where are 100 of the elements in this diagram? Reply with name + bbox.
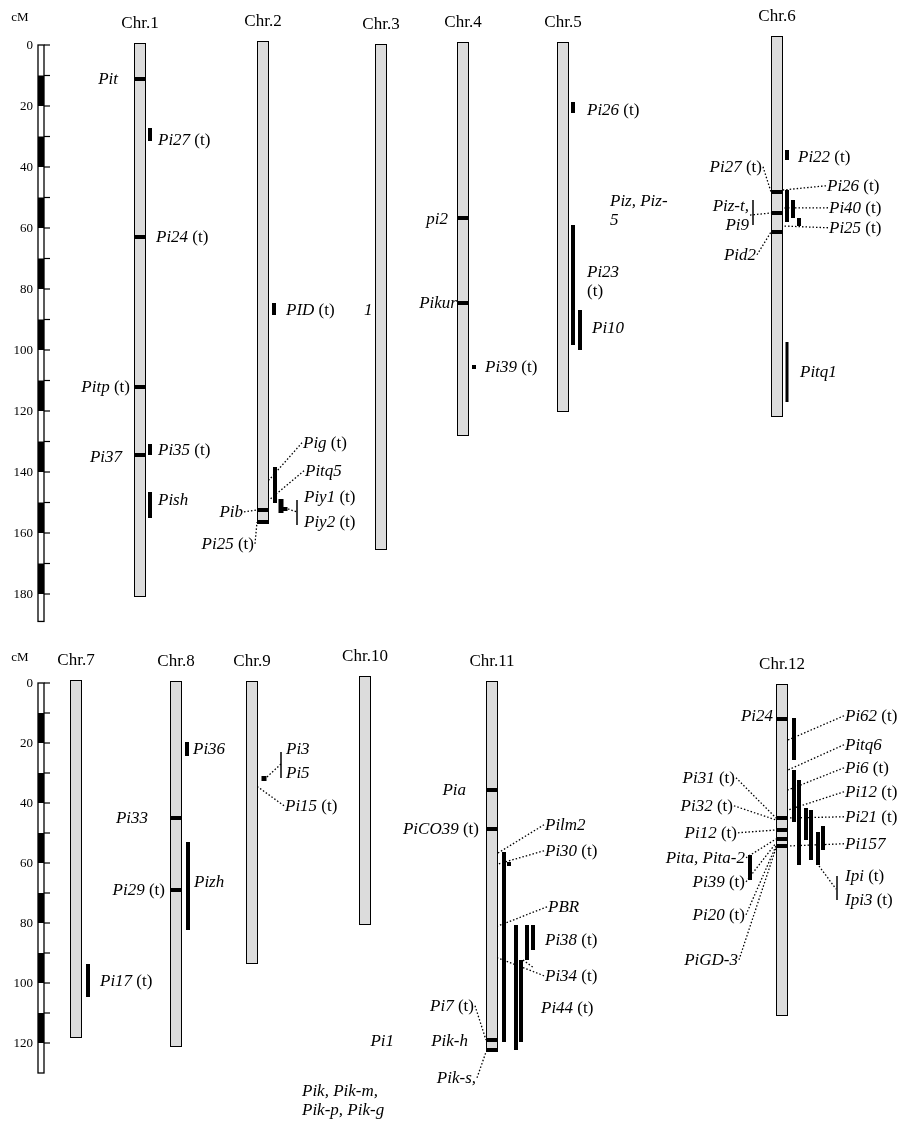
gene-label: Pi39 (t): [485, 357, 538, 377]
chromosome-label: Chr.2: [243, 11, 283, 31]
chromosome-label: Chr.12: [758, 654, 806, 674]
axis-tick-label: 40: [20, 795, 33, 811]
gene-label: Piy2 (t): [304, 512, 356, 532]
gene-label: Pi157: [845, 834, 886, 854]
gene-label: Pi22 (t): [798, 147, 851, 167]
gene-label: Pitq5: [305, 461, 342, 481]
gene-label: Pid2: [723, 245, 756, 265]
axis-tick-label: 140: [13, 464, 33, 480]
axis-tick-label: 0: [26, 37, 33, 53]
leader-line: [497, 957, 545, 977]
axis-tick-label: 100: [13, 975, 33, 991]
gene-label: Pish: [158, 490, 189, 510]
leader-line: [497, 824, 545, 854]
leader-line: [745, 838, 777, 859]
axis-tick-label: 20: [20, 735, 33, 751]
chromosome-label: Chr.11: [468, 651, 516, 671]
gene-label: Pi32 (t): [680, 796, 733, 816]
axis-tick-label: cM: [11, 9, 29, 25]
axis-tick-label: 80: [20, 281, 33, 297]
gene-label: Pi7 (t): [430, 996, 474, 1016]
gene-label: Pitq6: [845, 735, 882, 755]
axis-tick-label: 120: [13, 1035, 33, 1051]
leader-line: [787, 791, 845, 811]
leader-line: [257, 786, 285, 807]
leader-line: [745, 842, 777, 883]
gene-label: Pi34 (t): [545, 966, 598, 986]
gene-label: Piz, Piz-5: [610, 190, 669, 230]
leader-line: [476, 1051, 487, 1079]
gene-label: PiCO39 (t): [402, 819, 479, 839]
gene-label: Pi5: [286, 763, 310, 783]
gene-label: Pizh: [194, 872, 225, 892]
leader-line: [762, 166, 772, 193]
leader-line: [737, 829, 777, 834]
gene-label: Pi29 (t): [112, 880, 165, 900]
chromosome-label: Chr.9: [232, 651, 272, 671]
chromosome-label: Chr.1: [120, 13, 160, 33]
leader-line: [745, 845, 777, 916]
chromosome-label: Chr.3: [361, 14, 401, 34]
leader-line: [787, 843, 845, 847]
gene-label: Pi12 (t): [684, 823, 737, 843]
gene-label: Piy1 (t): [304, 487, 356, 507]
gene-label: Pikur: [419, 293, 457, 313]
axis-tick-label: 40: [20, 159, 33, 175]
gene-label: PBR: [548, 897, 580, 917]
gene-label: Pi27 (t): [158, 130, 211, 150]
gene-label: Pi62 (t): [845, 706, 898, 726]
gene-label: Pia: [442, 780, 466, 800]
leader-line: [497, 850, 545, 865]
gene-label: Pi12 (t): [845, 782, 898, 802]
gene-label: Piz-t, Pi9: [687, 195, 749, 235]
axis-tick-label: 160: [13, 525, 33, 541]
axis-tick-label: 100: [13, 342, 33, 358]
gene-label: pi2: [426, 209, 448, 229]
leader-line: [782, 225, 829, 229]
axis-tick-label: cM: [11, 649, 29, 665]
gene-label: Pig (t): [303, 433, 347, 453]
gene-label: 1: [364, 300, 373, 320]
leader-line: [756, 231, 772, 256]
axis-tick-label: 180: [13, 586, 33, 602]
leader-line: [787, 816, 845, 819]
gene-label: Pi30 (t): [545, 841, 598, 861]
gene-label: Pi40 (t): [829, 198, 882, 218]
leader-line: [749, 212, 772, 216]
chromosome-label: Chr.10: [341, 646, 389, 666]
gene-label: Pi38 (t): [545, 930, 598, 950]
gene-label: Pi44 (t): [541, 998, 594, 1018]
chromosome-label: Chr.6: [757, 6, 797, 26]
leader-line: [268, 470, 305, 501]
gene-label: Ipi (t): [845, 866, 885, 886]
gene-label: Pi25 (t): [201, 534, 254, 554]
gene-label: Pi35 (t): [158, 440, 211, 460]
gene-label: Pi1: [370, 1031, 394, 1051]
gene-label: Pi37: [89, 447, 122, 467]
gene-label: Pi31 (t): [682, 768, 735, 788]
gene-label: Pita, Pita-2: [665, 848, 745, 868]
chromosome-label: Chr.5: [543, 12, 583, 32]
gene-label: Ipi3 (t): [845, 890, 893, 910]
leader-line: [268, 442, 303, 481]
gene-label: Pi23 (t): [587, 261, 621, 301]
gene-label: Pit: [98, 69, 118, 89]
leader-line: [735, 777, 777, 819]
leader-line: [738, 847, 777, 961]
gene-label: Pi36: [193, 739, 226, 759]
gene-label: PID (t): [286, 300, 335, 320]
leader-line: [787, 767, 845, 791]
leader-line: [497, 906, 548, 927]
gene-label: Pi3: [286, 739, 310, 759]
gene-label: Pik-h: [431, 1031, 468, 1051]
gene-label: Pi39 (t): [692, 872, 745, 892]
gene-label: Pi26 (t): [587, 100, 640, 120]
axis-tick-label: 60: [20, 220, 33, 236]
gene-label: Pilm2: [545, 815, 586, 835]
gene-label: Pi21 (t): [845, 807, 898, 827]
gene-label: Pi25 (t): [829, 218, 882, 238]
axis-tick-label: 20: [20, 98, 33, 114]
gene-label: Pi24: [740, 706, 773, 726]
leader-line: [787, 744, 845, 771]
axis-tick-label: 0: [26, 675, 33, 691]
